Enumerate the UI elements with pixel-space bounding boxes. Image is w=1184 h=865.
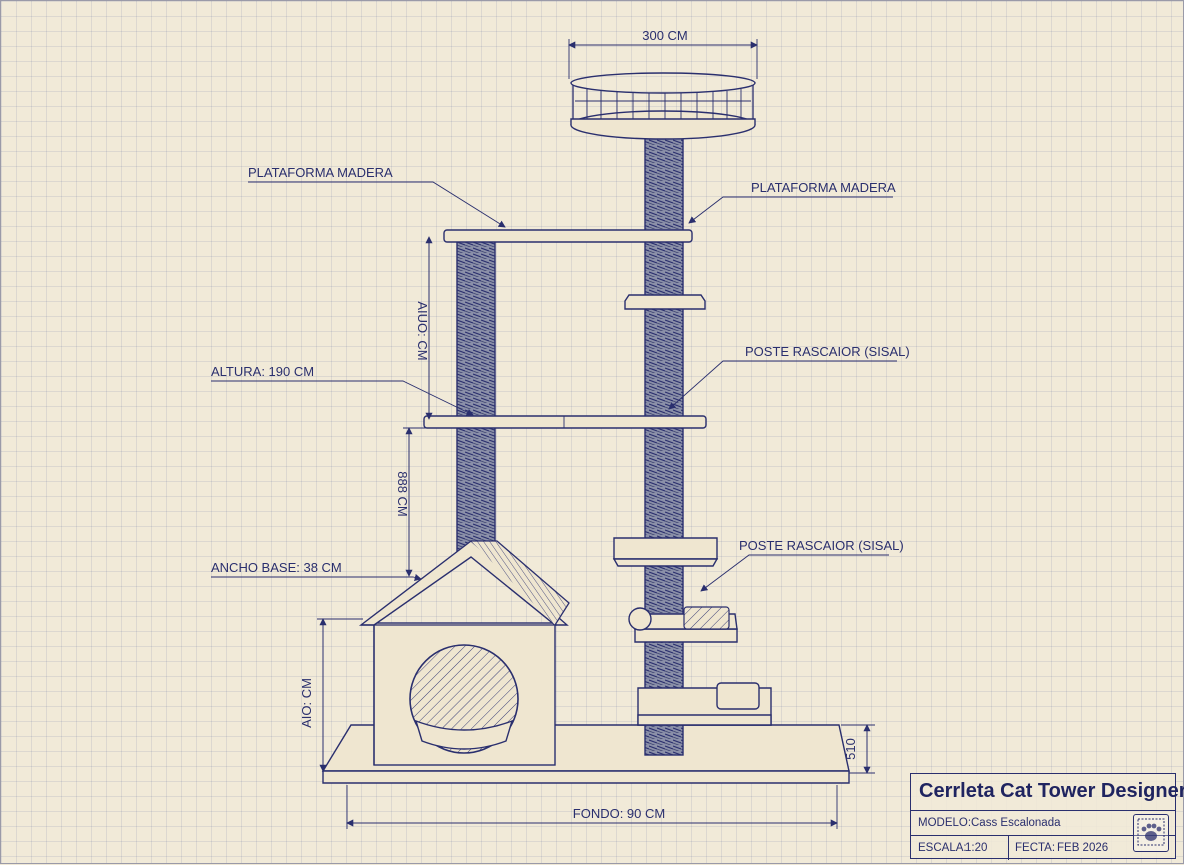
dim-upper-vertical: AIUO: CM: [415, 236, 433, 420]
label-post-upper: POSTE RASCAIOR (SISAL): [745, 344, 910, 359]
dim-top-width: 300 CM: [568, 28, 758, 79]
lower-step-platform: [612, 537, 719, 567]
paw-stamp-icon: [1133, 814, 1169, 852]
dim-middle-vertical-text: 888 CM: [395, 471, 410, 517]
callout-platform-right: PLATAFORMA MADERA: [688, 180, 896, 224]
title-block-scale-row: ESCALA: 1:20 FECTA: FEB 2026: [911, 835, 1175, 860]
model-label: MODELO:: [918, 817, 972, 829]
title-block-title: Cerrleta Cat Tower Designer: [919, 780, 1184, 802]
callout-base-width: ANCHO BASE: 38 CM: [211, 560, 422, 581]
toy-ball-icon: [628, 607, 652, 631]
dim-house-vertical-text: AIO: CM: [299, 678, 314, 728]
dim-top-width-text: 300 CM: [642, 28, 688, 43]
small-mid-platform: [624, 294, 706, 310]
title-block: Cerrleta Cat Tower Designer MODELO: Cass…: [910, 773, 1184, 860]
dim-base-height: 510: [841, 724, 875, 774]
callout-post-upper: POSTE RASCAIOR (SISAL): [668, 344, 910, 410]
callout-platform-left: PLATAFORMA MADERA: [248, 165, 506, 228]
date-label: FECTA:: [1015, 842, 1056, 854]
label-height: ALTURA: 190 CM: [211, 364, 314, 379]
toy-step-platform: [628, 606, 738, 643]
label-platform-left: PLATAFORMA MADERA: [248, 165, 393, 180]
dim-house-vertical: AIO: CM: [299, 618, 363, 772]
scale-value: 1:20: [965, 842, 988, 854]
label-post-lower: POSTE RASCAIOR (SISAL): [739, 538, 904, 553]
date-value: FEB 2026: [1057, 842, 1109, 854]
dim-base-height-text: 510: [843, 738, 858, 760]
dim-upper-vertical-text: AIUO: CM: [415, 301, 430, 360]
scale-label: ESCALA:: [918, 842, 967, 854]
title-block-divider: [1008, 836, 1009, 860]
right-sisal-post: [644, 124, 684, 756]
house-entrance-hole: [409, 644, 519, 754]
title-block-model-row: MODELO: Cass Escalonada: [911, 810, 1175, 836]
left-sisal-post: [456, 240, 496, 552]
cat-house: [358, 540, 570, 766]
dim-depth-text: FONDO: 90 CM: [573, 806, 665, 821]
dim-middle-vertical: 888 CM: [395, 427, 431, 577]
dim-depth: FONDO: 90 CM: [346, 785, 838, 829]
callout-post-lower: POSTE RASCAIOR (SISAL): [700, 538, 904, 592]
middle-platform: [423, 415, 707, 429]
top-lookout-bed: [570, 72, 756, 140]
label-platform-right: PLATAFORMA MADERA: [751, 180, 896, 195]
label-base-width: ANCHO BASE: 38 CM: [211, 560, 342, 575]
upper-long-platform: [443, 229, 693, 243]
callout-height: ALTURA: 190 CM: [211, 364, 474, 416]
bottom-step-platform: [637, 682, 772, 726]
model-value: Cass Escalonada: [971, 817, 1061, 829]
